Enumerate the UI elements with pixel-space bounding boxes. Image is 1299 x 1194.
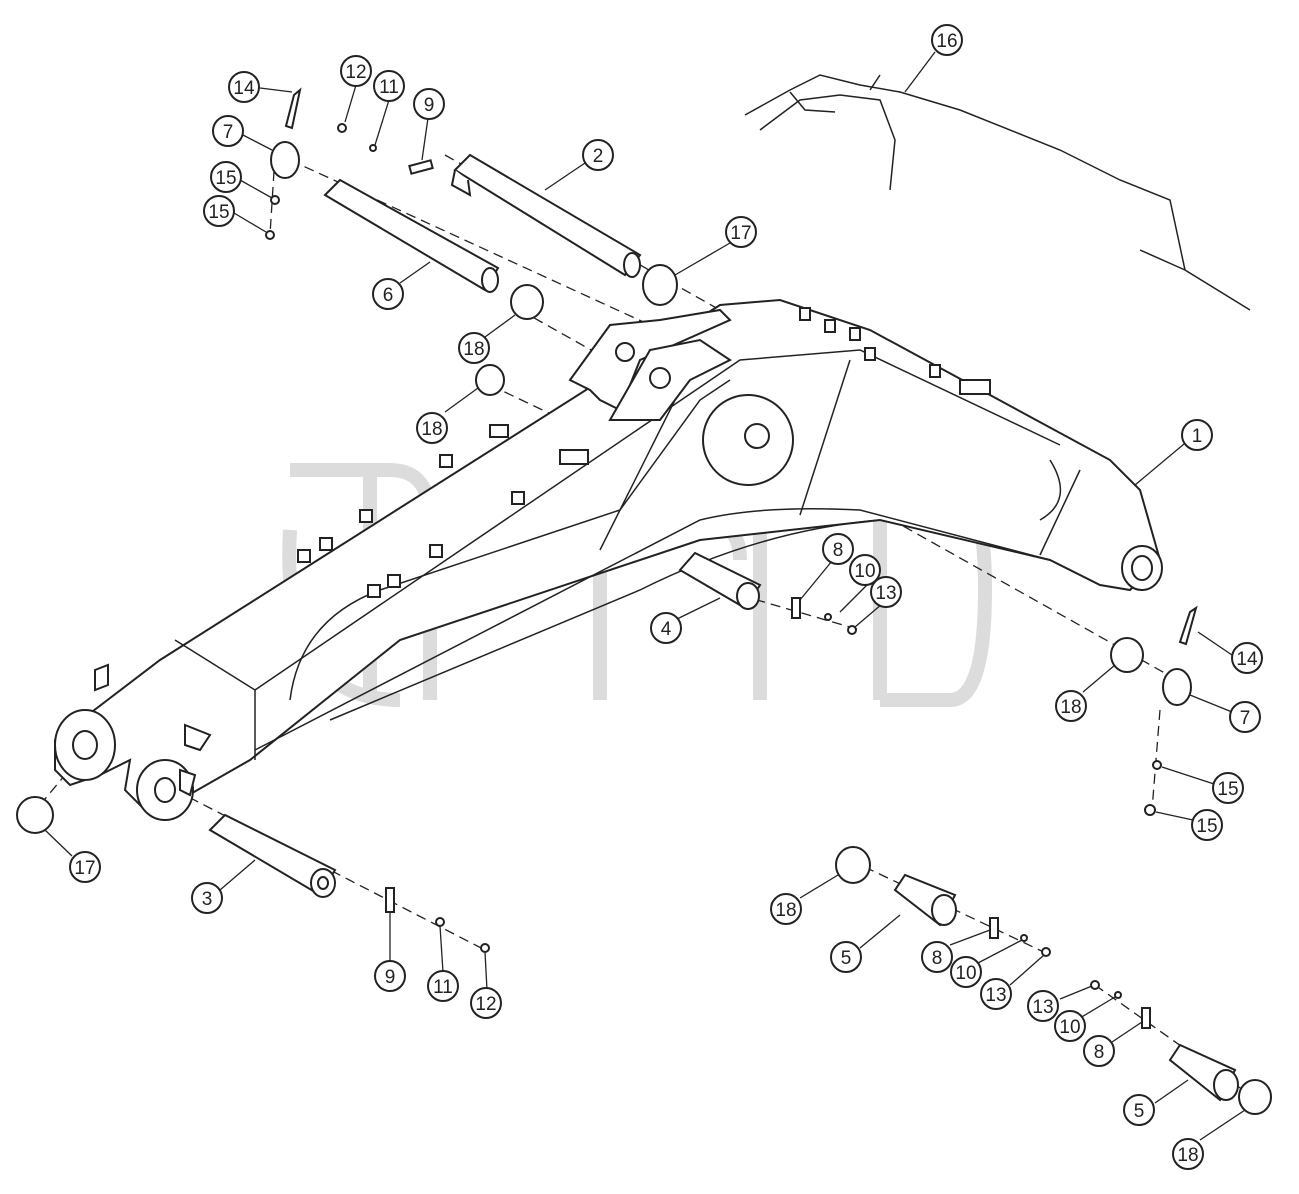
svg-text:8: 8 xyxy=(833,540,844,561)
callout-8c: 8 xyxy=(1083,1035,1115,1067)
svg-text:7: 7 xyxy=(223,122,234,143)
callout-2: 2 xyxy=(582,139,614,171)
svg-text:2: 2 xyxy=(593,146,604,167)
svg-text:17: 17 xyxy=(730,223,751,244)
svg-text:18: 18 xyxy=(421,419,442,440)
callout-15c: 15 xyxy=(1212,772,1244,804)
bushing-7-upper xyxy=(270,141,300,179)
svg-text:18: 18 xyxy=(1177,1145,1198,1166)
svg-text:12: 12 xyxy=(475,994,496,1015)
callout-11a: 11 xyxy=(373,70,405,102)
callout-7a: 7 xyxy=(212,115,244,147)
callout-14a: 14 xyxy=(228,71,260,103)
callout-4: 4 xyxy=(650,612,682,644)
svg-text:8: 8 xyxy=(932,948,943,969)
shim-18-c xyxy=(1110,637,1144,673)
callout-9a: 9 xyxy=(413,88,445,120)
callout-10b: 10 xyxy=(950,956,982,988)
callout-15a: 15 xyxy=(210,161,242,193)
svg-text:18: 18 xyxy=(775,900,796,921)
callout-8a: 8 xyxy=(822,533,854,565)
svg-text:4: 4 xyxy=(661,619,672,640)
callout-15b: 15 xyxy=(203,195,235,227)
callout-7b: 7 xyxy=(1229,701,1261,733)
wiring-harness xyxy=(744,74,1251,311)
callout-12a: 12 xyxy=(340,55,372,87)
callout-6: 6 xyxy=(372,278,404,310)
callout-13c: 13 xyxy=(1027,990,1059,1022)
pin-6 xyxy=(323,178,500,293)
svg-text:10: 10 xyxy=(1059,1017,1080,1038)
shim-17-lower xyxy=(16,796,54,834)
callout-12b: 12 xyxy=(470,987,502,1019)
pin-5-upper xyxy=(893,873,957,927)
shim-17-upper xyxy=(642,264,678,306)
callout-11b: 11 xyxy=(427,970,459,1002)
callout-13b: 13 xyxy=(980,978,1012,1010)
callout-10c: 10 xyxy=(1054,1010,1086,1042)
callout-17a: 17 xyxy=(725,216,757,248)
svg-text:17: 17 xyxy=(74,858,95,879)
callout-17b: 17 xyxy=(69,851,101,883)
svg-text:13: 13 xyxy=(875,583,896,604)
svg-text:14: 14 xyxy=(233,78,255,99)
shim-18-a xyxy=(510,284,544,320)
svg-text:8: 8 xyxy=(1094,1042,1105,1063)
callout-5a: 5 xyxy=(830,941,862,973)
callout-15d: 15 xyxy=(1191,809,1223,841)
svg-text:16: 16 xyxy=(936,31,957,52)
svg-text:13: 13 xyxy=(985,985,1006,1006)
svg-text:5: 5 xyxy=(1134,1101,1145,1122)
svg-text:15: 15 xyxy=(215,168,236,189)
callout-13a: 13 xyxy=(870,576,902,608)
pin-5-lower xyxy=(1168,1043,1239,1102)
svg-text:11: 11 xyxy=(379,77,399,98)
pin-3 xyxy=(208,813,337,898)
svg-text:18: 18 xyxy=(1060,697,1081,718)
svg-text:15: 15 xyxy=(208,202,229,223)
svg-text:10: 10 xyxy=(955,963,976,984)
svg-text:7: 7 xyxy=(1240,708,1251,729)
svg-text:3: 3 xyxy=(202,889,213,910)
pin-4 xyxy=(678,551,762,610)
svg-text:1: 1 xyxy=(1192,426,1203,447)
svg-text:12: 12 xyxy=(345,62,366,83)
svg-text:15: 15 xyxy=(1196,816,1217,837)
callout-10a: 10 xyxy=(849,554,881,586)
svg-text:6: 6 xyxy=(383,285,394,306)
shim-18-b xyxy=(475,364,505,396)
small-hardware xyxy=(265,87,1198,1029)
shim-18-d xyxy=(835,846,871,884)
callout-18d: 18 xyxy=(770,893,802,925)
callout-1: 1 xyxy=(1181,419,1213,451)
svg-text:15: 15 xyxy=(1217,779,1238,800)
svg-text:18: 18 xyxy=(463,339,484,360)
callouts: 1 2 3 4 5 5 6 7 7 8 8 8 9 9 10 10 10 11 … xyxy=(69,24,1263,1170)
shim-18-e xyxy=(1238,1079,1272,1115)
bushing-7-lower xyxy=(1162,668,1192,706)
callout-16: 16 xyxy=(931,24,963,56)
svg-text:13: 13 xyxy=(1032,997,1053,1018)
svg-text:10: 10 xyxy=(854,561,875,582)
callout-18c: 18 xyxy=(1055,690,1087,722)
callout-14b: 14 xyxy=(1231,642,1263,674)
leader-lines xyxy=(44,51,1246,1141)
svg-text:5: 5 xyxy=(841,948,852,969)
callout-5b: 5 xyxy=(1123,1094,1155,1126)
callout-18b: 18 xyxy=(416,412,448,444)
callout-9b: 9 xyxy=(374,960,406,992)
svg-text:11: 11 xyxy=(433,977,453,998)
callout-18a: 18 xyxy=(458,332,490,364)
svg-text:14: 14 xyxy=(1236,649,1258,670)
callout-18e: 18 xyxy=(1172,1138,1204,1170)
callout-3: 3 xyxy=(191,882,223,914)
callout-8b: 8 xyxy=(921,941,953,973)
pin-2 xyxy=(450,153,642,278)
boom-assembly xyxy=(54,298,1163,821)
svg-text:9: 9 xyxy=(385,967,396,988)
svg-text:9: 9 xyxy=(424,95,435,116)
